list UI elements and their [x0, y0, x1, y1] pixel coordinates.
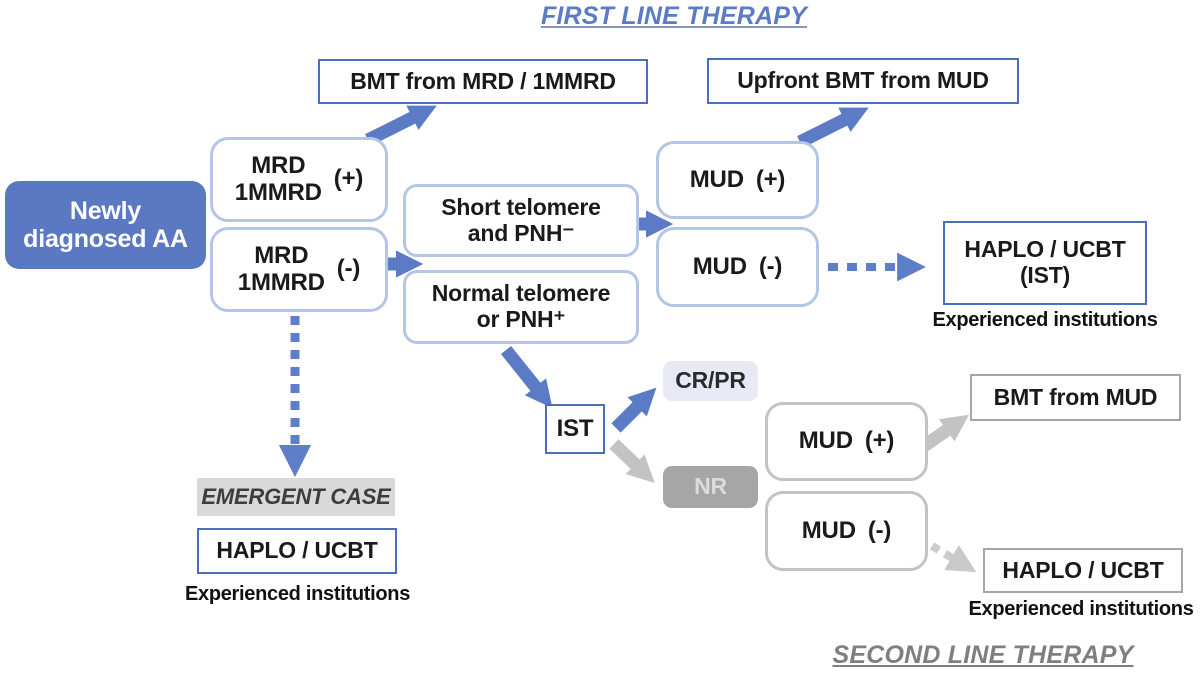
mrd-plus-line2: 1MMRD [234, 178, 322, 206]
mud-plus2-label: MUD [798, 427, 853, 455]
bmt-from-mrd-label: BMT from MRD / 1MMRD [350, 67, 616, 94]
node-haplo-ucbt-emergent: HAPLO / UCBT [197, 528, 397, 574]
newly-diagnosed-line1: Newly [69, 197, 142, 225]
mrd-minus-line1: MRD [254, 241, 309, 269]
arrow-mrdplus-to-bmt [365, 105, 437, 146]
ist-label: IST [556, 414, 594, 442]
caption-experienced-institutions-second: Experienced institutions [968, 598, 1194, 620]
node-haplo-ucbt-ist: HAPLO / UCBT (IST) [943, 221, 1147, 305]
mrd-plus-line1: MRD [251, 151, 306, 179]
node-mud-negative-second-line: MUD (-) [765, 491, 928, 571]
mud-minus2-sign: (-) [867, 516, 892, 544]
mrd-minus-line2: 1MMRD [237, 268, 325, 296]
bmt-from-mud-label: BMT from MUD [993, 383, 1158, 410]
node-normal-telomere-pnh-pos: Normal telomere or PNH⁺ [403, 270, 639, 344]
mud-plus1-label: MUD [689, 165, 744, 193]
caption-experienced-institutions-emergent: Experienced institutions [184, 583, 411, 605]
node-newly-diagnosed-aa: Newly diagnosed AA [5, 181, 206, 269]
mud-minus1-sign: (-) [758, 252, 783, 280]
node-upfront-bmt-from-mud: Upfront BMT from MUD [707, 58, 1019, 104]
crpr-label: CR/PR [675, 367, 746, 394]
node-mud-positive-second-line: MUD (+) [765, 402, 928, 481]
node-mud-negative-first-line: MUD (-) [656, 227, 819, 307]
node-haplo-ucbt-second-line: HAPLO / UCBT [983, 548, 1183, 593]
mrd-plus-lines: MRD 1MMRD [234, 151, 322, 207]
second-line-therapy-title: SECOND LINE THERAPY [832, 641, 1134, 669]
node-mrd-1mmrd-negative: MRD 1MMRD (-) [210, 227, 388, 312]
node-mrd-1mmrd-positive: MRD 1MMRD (+) [210, 137, 388, 222]
emergent-case-label: EMERGENT CASE [201, 483, 391, 509]
upfront-bmt-label: Upfront BMT from MUD [737, 67, 989, 94]
node-bmt-from-mud: BMT from MUD [970, 374, 1181, 421]
haplo-ist-line2: (IST) [1019, 262, 1071, 288]
node-cr-pr: CR/PR [663, 361, 758, 401]
mud-minus1-label: MUD [692, 252, 747, 280]
normal-telomere-line2: or PNH⁺ [476, 306, 566, 332]
normal-telomere-line1: Normal telomere [431, 280, 611, 307]
arrow-dotted-mudminus2-to-haplo [929, 542, 977, 573]
haplo-right-label: HAPLO / UCBT [1002, 556, 1164, 583]
mrd-plus-sign: (+) [333, 165, 364, 193]
node-bmt-from-mrd-1mmrd: BMT from MRD / 1MMRD [318, 59, 648, 104]
mud-plus1-sign: (+) [755, 165, 786, 193]
haplo-left-label: HAPLO / UCBT [216, 537, 378, 564]
arrow-ist-to-crpr [611, 387, 657, 433]
mud-minus2-label: MUD [801, 516, 856, 544]
arrow-ist-to-nr [609, 439, 655, 484]
arrow-mudplus-to-upfront-bmt [797, 107, 869, 148]
nr-label: NR [694, 473, 727, 500]
caption-experienced-institutions-ist: Experienced institutions [932, 309, 1158, 331]
short-telomere-line1: Short telomere [441, 193, 601, 220]
node-emergent-case: EMERGENT CASE [197, 478, 395, 516]
arrow-normaltelomere-to-ist [500, 345, 553, 409]
newly-diagnosed-line2: diagnosed AA [23, 225, 188, 253]
first-line-therapy-title: FIRST LINE THERAPY [540, 2, 808, 30]
short-telomere-line2: and PNH⁻ [467, 219, 575, 246]
node-ist: IST [545, 404, 605, 454]
mrd-minus-lines: MRD 1MMRD [237, 241, 325, 297]
node-mud-positive-first-line: MUD (+) [656, 141, 819, 219]
node-short-telomere-pnh-neg: Short telomere and PNH⁻ [403, 184, 639, 257]
haplo-ist-line1: HAPLO / UCBT [964, 236, 1126, 263]
mrd-minus-sign: (-) [336, 255, 361, 283]
node-nr: NR [663, 466, 758, 508]
mud-plus2-sign: (+) [864, 427, 895, 455]
